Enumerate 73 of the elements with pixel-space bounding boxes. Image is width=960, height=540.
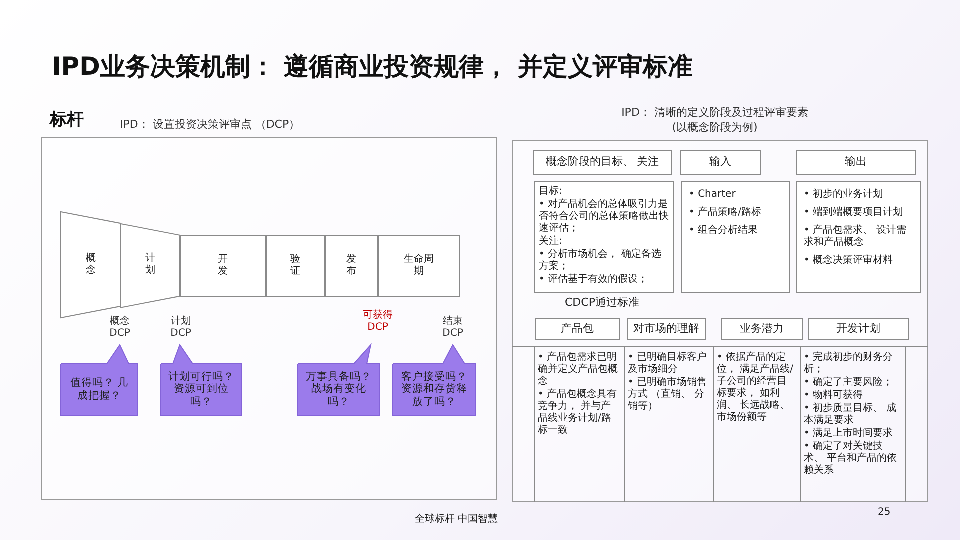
callout-text: 客户接受吗？资源和存货释放了吗？: [400, 370, 468, 408]
panel-frame: [41, 137, 497, 500]
list-item: • 概念决策评审材料: [804, 255, 894, 267]
callout-text: 计划可行吗？资源可到位吗？: [168, 370, 236, 408]
content-box: [534, 181, 674, 293]
callout-bubble: [298, 345, 380, 416]
phase-label: 发布: [346, 254, 356, 278]
list-item: • Charter: [689, 189, 737, 201]
phase-box: [266, 235, 325, 297]
list-item: • 产品包需求已明确并定义产品包概念: [538, 352, 619, 388]
heading-box: [535, 318, 620, 340]
column-heading: 输出: [845, 155, 867, 169]
list-item: • 分析市场机会， 确定备选方案；: [539, 249, 662, 273]
list-item: • 完成初步的财务分析；: [804, 352, 894, 376]
column-heading: 开发计划: [836, 322, 880, 336]
list-item: 关注:: [539, 236, 564, 248]
list-item: • 满足上市时间要求: [804, 428, 894, 440]
heading-box: [680, 150, 761, 175]
page-number: 25: [878, 507, 891, 519]
content-box: [681, 181, 790, 293]
slide-title: IPD业务决策机制： 遵循商业投资规律， 并定义评审标准: [52, 51, 693, 83]
column-heading: 业务潜力: [740, 322, 784, 336]
callout-bubble: [161, 345, 242, 416]
dcp-label: 结束 DCP: [442, 316, 464, 340]
callout-bubble: [61, 345, 138, 416]
list-item: • 产品包概念具有竞争力， 并与产品线业务计划/路标一致: [538, 389, 618, 437]
list-item: • 初步质量目标、 成本满足要求: [804, 403, 898, 427]
list-item: • 已明确市场销售方式 （直销、 分销等）: [628, 377, 708, 413]
dcp-label: 计划 DCP: [170, 316, 192, 340]
list-item: • 依据产品的定位， 满足产品线/子公司的经营目标要求， 如利润、 长远战略、市场份额等: [717, 352, 795, 424]
heading-box: [533, 150, 672, 175]
callout-bubble: [393, 345, 476, 416]
phase-box: [378, 235, 460, 297]
list-item: • 物料可获得: [804, 390, 864, 402]
phase-box: [180, 235, 266, 297]
callout-text: 值得吗？ 几成把握？: [69, 376, 130, 402]
content-box: [796, 181, 921, 293]
list-item: • 端到端概要项目计划: [804, 207, 904, 219]
phase-label: 验证: [290, 254, 300, 278]
heading-box: [627, 318, 706, 340]
list-item: • 对产品机会的总体吸引力是否符合公司的总体策略做出快速评估；: [539, 199, 669, 235]
phase-label: 生命周期: [404, 254, 434, 278]
heading-box: [796, 150, 916, 175]
column-heading: 产品包: [561, 322, 594, 336]
column-heading: 对市场的理解: [634, 322, 700, 336]
callout-text: 万事具备吗？战场有变化吗？: [305, 370, 373, 408]
heading-box: [808, 318, 909, 340]
phase-label: 开发: [218, 254, 228, 278]
phase-box: [325, 235, 378, 297]
section-subtitle: IPD： 清晰的定义阶段及过程评审要素: [620, 106, 810, 120]
phase-label: 概念: [86, 252, 96, 276]
list-item: • 组合分析结果: [689, 225, 760, 237]
section-subtitle: (以概念阶段为例): [671, 121, 759, 134]
list-item: • 产品包需求、 设计需求和产品概念: [804, 225, 908, 249]
heading-box: [721, 318, 803, 340]
list-item: • 初步的业务计划: [804, 189, 884, 201]
dcp-label: 可获得 DCP: [362, 310, 394, 334]
list-item: • 确定了主要风险；: [804, 377, 894, 389]
phase-funnel-segment: [121, 224, 180, 308]
phase-label: 计划: [146, 252, 156, 277]
list-item: • 已明确目标客户及市场细分: [628, 352, 708, 376]
footer-text: 全球标杆 中国智慧: [415, 514, 498, 526]
list-item: • 确定了对关键技术、 平台和产品的依赖关系: [804, 441, 898, 477]
section-subtitle: IPD： 设置投资决策评审点 （DCP）: [120, 118, 300, 132]
dcp-label: 概念 DCP: [108, 316, 132, 340]
section-heading: 标杆: [50, 110, 84, 130]
list-item: • 评估基于有效的假设；: [539, 274, 650, 286]
section-subtitle: CDCP通过标准: [565, 296, 640, 310]
panel-frame: [512, 140, 928, 502]
column-heading: 概念阶段的目标、 关注: [546, 155, 660, 169]
list-item: • 产品策略/路标: [689, 207, 762, 219]
list-item: 目标:: [539, 186, 564, 198]
column-heading: 输入: [710, 155, 732, 169]
